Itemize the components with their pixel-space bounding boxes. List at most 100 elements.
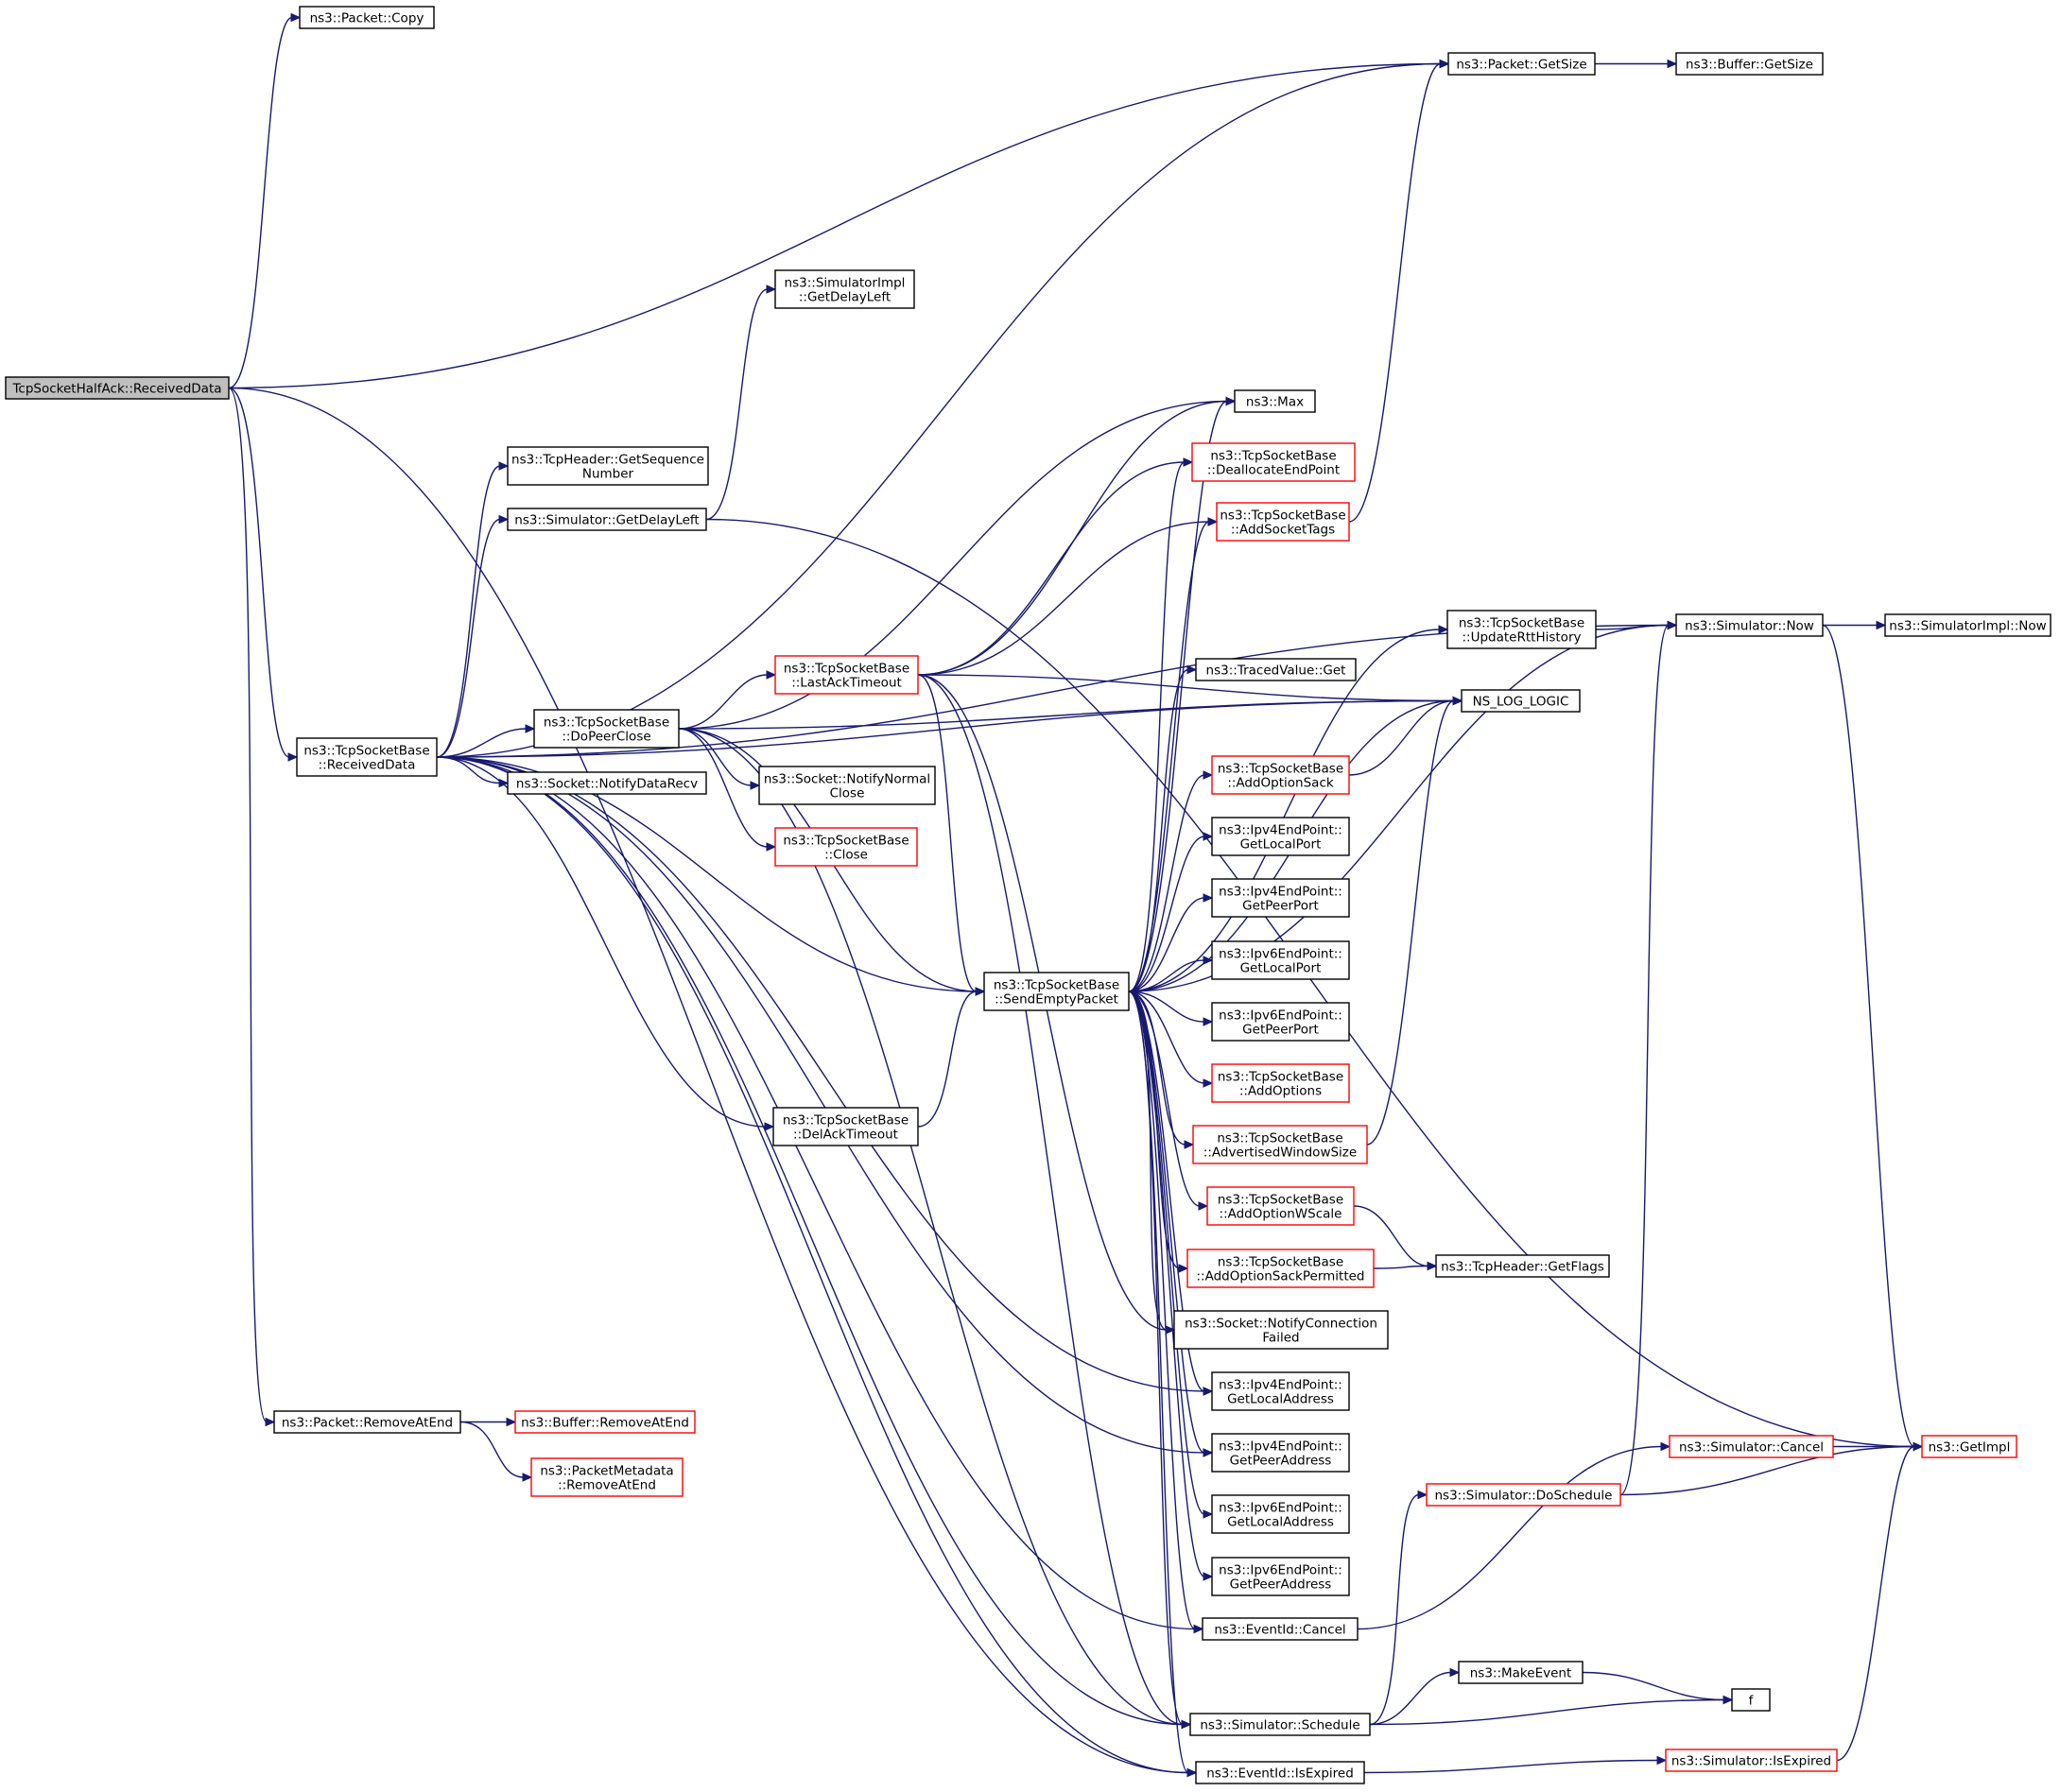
node-sendempty[interactable]: ns3::TcpSocketBase::SendEmptyPacket <box>983 972 1130 1011</box>
edge-line <box>228 16 293 389</box>
node-label: ns3::TcpSocketBase <box>1218 762 1343 777</box>
node-nslog[interactable]: NS_LOG_LOGIC <box>1461 689 1581 713</box>
edge-arrowhead <box>1178 1264 1189 1273</box>
node-box <box>1458 1661 1584 1684</box>
node-box <box>1186 1249 1375 1288</box>
node-addsockettags[interactable]: ns3::TcpSocketBase::AddSocketTags <box>1216 502 1350 542</box>
node-addoptionsack[interactable]: ns3::TcpSocketBase::AddOptionSack <box>1211 755 1350 795</box>
node-ipv6peerport[interactable]: ns3::Ipv6EndPoint::GetPeerPort <box>1211 1002 1350 1042</box>
node-tsbclose[interactable]: ns3::TcpSocketBase::Close <box>774 827 918 867</box>
call-edge-sendempty-to-ipv4peerport <box>1128 893 1214 992</box>
node-dopeerclose[interactable]: ns3::TcpSocketBase::DoPeerClose <box>533 709 680 749</box>
node-box <box>296 737 438 777</box>
node-box <box>1211 817 1350 856</box>
node-addoptionwscale[interactable]: ns3::TcpSocketBase::AddOptionWScale <box>1206 1186 1355 1226</box>
node-tracedget[interactable]: ns3::TracedValue::Get <box>1195 658 1357 681</box>
node-box <box>1195 658 1357 681</box>
edge-line <box>228 62 1442 389</box>
call-edge-dopeerclose-to-max <box>678 396 1237 730</box>
node-bgetsize[interactable]: ns3::Buffer::GetSize <box>1675 52 1824 76</box>
node-dealloc[interactable]: ns3::TcpSocketBase::DeallocateEndPoint <box>1191 442 1356 482</box>
node-box <box>5 376 230 400</box>
node-label: ns3::Ipv4EndPoint:: <box>1219 1439 1342 1455</box>
node-eventcancel[interactable]: ns3::EventId::Cancel <box>1202 1617 1359 1641</box>
edge-line <box>1128 897 1205 992</box>
node-pgetsize[interactable]: ns3::Packet::GetSize <box>1447 52 1596 76</box>
edge-arrowhead <box>975 987 986 996</box>
node-simdoschedule[interactable]: ns3::Simulator::DoSchedule <box>1426 1483 1621 1507</box>
edge-line <box>1348 62 1442 523</box>
edge-arrowhead <box>764 1122 775 1131</box>
node-f[interactable]: f <box>1731 1688 1771 1712</box>
edge-line <box>1128 991 1205 1084</box>
node-delacktimeout[interactable]: ns3::TcpSocketBase::DelAckTimeout <box>772 1107 919 1146</box>
node-box <box>1669 1435 1834 1458</box>
node-simcancel[interactable]: ns3::Simulator::Cancel <box>1669 1435 1834 1458</box>
edge-line <box>436 756 1196 1630</box>
call-edge-sendempty-to-addoptions <box>1128 991 1214 1088</box>
node-box <box>1206 1186 1355 1226</box>
edge-line <box>1366 699 1455 1146</box>
node-addoptions[interactable]: ns3::TcpSocketBase::AddOptions <box>1211 1063 1350 1103</box>
node-ipv4peeraddr[interactable]: ns3::Ipv4EndPoint::GetPeerAddress <box>1211 1433 1350 1473</box>
node-thgetflags[interactable]: ns3::TcpHeader::GetFlags <box>1435 1254 1610 1278</box>
node-box <box>1211 1494 1350 1534</box>
node-eventisexpired[interactable]: ns3::EventId::IsExpired <box>1195 1761 1365 1784</box>
node-simisexpired[interactable]: ns3::Simulator::IsExpired <box>1665 1749 1838 1772</box>
node-getimpl[interactable]: ns3::GetImpl <box>1921 1435 2017 1458</box>
edge-line <box>1348 699 1455 776</box>
call-edge-sendempty-to-addoptionwscale <box>1128 991 1209 1211</box>
node-addoptionsackperm[interactable]: ns3::TcpSocketBase::AddOptionSackPermitt… <box>1186 1249 1375 1288</box>
node-box <box>1211 940 1350 980</box>
node-bufremove[interactable]: ns3::Buffer::RemoveAtEnd <box>514 1410 696 1434</box>
edge-arrowhead <box>1660 1441 1671 1452</box>
call-edge-simgetdelay-to-simimpldelay <box>705 284 777 521</box>
node-box <box>1211 1371 1350 1411</box>
node-label: ns3::TcpSocketBase <box>544 715 669 731</box>
node-tsbrecv[interactable]: ns3::TcpSocketBase::ReceivedData <box>296 737 438 777</box>
call-edge-simdoschedule-to-simnow <box>1619 620 1678 1496</box>
edge-line <box>1128 991 1186 1146</box>
node-box <box>1435 1254 1610 1278</box>
node-pcopy[interactable]: ns3::Packet::Copy <box>299 6 435 29</box>
node-lastacktimeout[interactable]: ns3::TcpSocketBase::LastAckTimeout <box>774 655 919 695</box>
node-advwindow[interactable]: ns3::TcpSocketBase::AdvertisedWindowSize <box>1192 1125 1368 1164</box>
node-label: ns3::TcpSocketBase <box>784 662 909 677</box>
node-pmremove[interactable]: ns3::PacketMetadata::RemoveAtEnd <box>530 1457 684 1497</box>
node-simgetdelay[interactable]: ns3::Simulator::GetDelayLeft <box>507 508 707 531</box>
node-updatertt[interactable]: ns3::TcpSocketBase::UpdateRttHistory <box>1446 610 1597 649</box>
node-makeevent[interactable]: ns3::MakeEvent <box>1458 1661 1584 1684</box>
node-label: ns3::Max <box>1246 395 1304 410</box>
node-label: ns3::GetImpl <box>1929 1440 2011 1456</box>
node-premove[interactable]: ns3::Packet::RemoveAtEnd <box>273 1410 461 1434</box>
node-box <box>530 1457 684 1497</box>
call-edge-dopeerclose-to-notifynormalclose <box>678 728 761 790</box>
node-box <box>1202 1617 1359 1641</box>
node-ipv4peerport[interactable]: ns3::Ipv4EndPoint::GetPeerPort <box>1211 878 1350 918</box>
node-max[interactable]: ns3::Max <box>1234 389 1316 413</box>
edge-arrowhead <box>498 514 510 525</box>
node-label: ns3::TcpSocketBase <box>1217 1131 1342 1146</box>
node-notifydatarecv[interactable]: ns3::Socket::NotifyDataRecv <box>507 771 707 795</box>
edge-arrowhead <box>1207 517 1219 526</box>
node-simimpldelay[interactable]: ns3::SimulatorImpl::GetDelayLeft <box>774 269 915 309</box>
node-label: ns3::TcpSocketBase <box>783 834 909 849</box>
call-edge-root-to-premove <box>228 387 276 1427</box>
node-ipv4localaddr[interactable]: ns3::Ipv4EndPoint::GetLocalAddress <box>1211 1371 1350 1411</box>
node-label: ::Close <box>824 848 868 863</box>
call-edge-simisexpired-to-getimpl <box>1836 1441 1924 1762</box>
edge-line <box>917 674 1184 1726</box>
edge-line <box>1822 624 1915 1448</box>
node-simimplnow[interactable]: ns3::SimulatorImpl::Now <box>1884 613 2051 637</box>
node-simnow[interactable]: ns3::Simulator::Now <box>1675 613 1824 637</box>
node-simschedule[interactable]: ns3::Simulator::Schedule <box>1189 1713 1371 1736</box>
node-ipv4localport[interactable]: ns3::Ipv4EndPoint::GetLocalPort <box>1211 817 1350 856</box>
node-label: GetLocalPort <box>1240 961 1322 976</box>
node-ipv6localaddr[interactable]: ns3::Ipv6EndPoint::GetLocalAddress <box>1211 1494 1350 1534</box>
edge-line <box>1357 1445 1663 1630</box>
node-ipv6localport[interactable]: ns3::Ipv6EndPoint::GetLocalPort <box>1211 940 1350 980</box>
node-ipv6peeraddr[interactable]: ns3::Ipv6EndPoint::GetPeerAddress <box>1211 1557 1350 1596</box>
